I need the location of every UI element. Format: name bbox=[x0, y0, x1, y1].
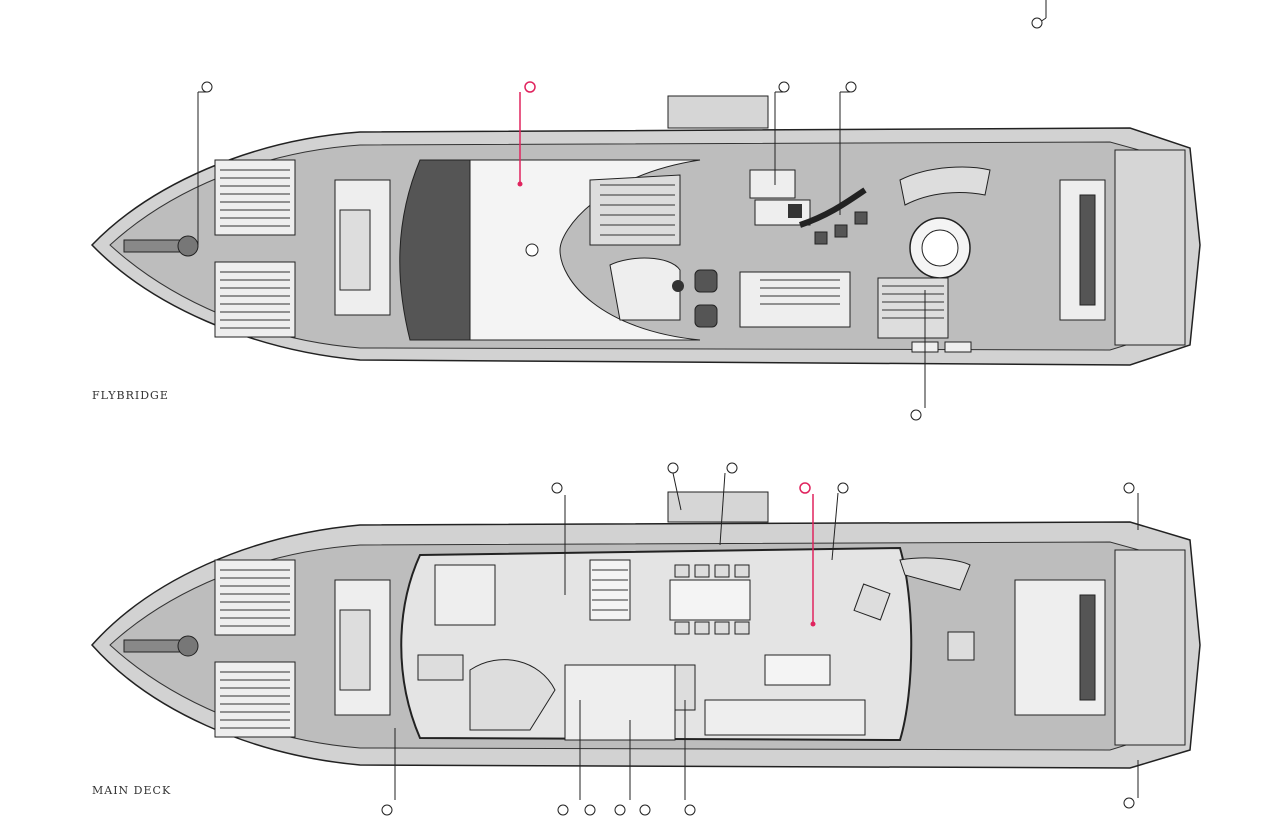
main-deck-red-callout bbox=[799, 482, 816, 627]
flybridge-plan bbox=[90, 81, 1201, 421]
flybridge-label: FLYBRIDGE bbox=[92, 389, 169, 402]
callout-marker bbox=[1123, 482, 1135, 494]
callout-marker bbox=[614, 804, 626, 816]
callout-marker bbox=[684, 804, 696, 816]
callout-marker bbox=[837, 482, 849, 494]
callout-marker bbox=[1123, 797, 1135, 809]
callout-marker bbox=[551, 482, 563, 494]
callout-marker bbox=[639, 804, 651, 816]
main-deck-plan bbox=[90, 462, 1201, 816]
callout-marker bbox=[381, 804, 393, 816]
callout-marker bbox=[845, 81, 857, 93]
callout-marker bbox=[201, 81, 213, 93]
callout-marker bbox=[726, 462, 738, 474]
callout-marker bbox=[557, 804, 569, 816]
callout-marker bbox=[778, 81, 790, 93]
callout-marker bbox=[910, 409, 922, 421]
main-deck-callouts bbox=[381, 462, 1139, 816]
flybridge-red-callout bbox=[517, 81, 536, 187]
flybridge-callouts bbox=[197, 81, 926, 421]
main-deck-label: MAIN DECK bbox=[92, 784, 172, 797]
callout-marker bbox=[584, 804, 596, 816]
top-partial-callout bbox=[1031, 0, 1047, 29]
callout-marker bbox=[667, 462, 679, 474]
